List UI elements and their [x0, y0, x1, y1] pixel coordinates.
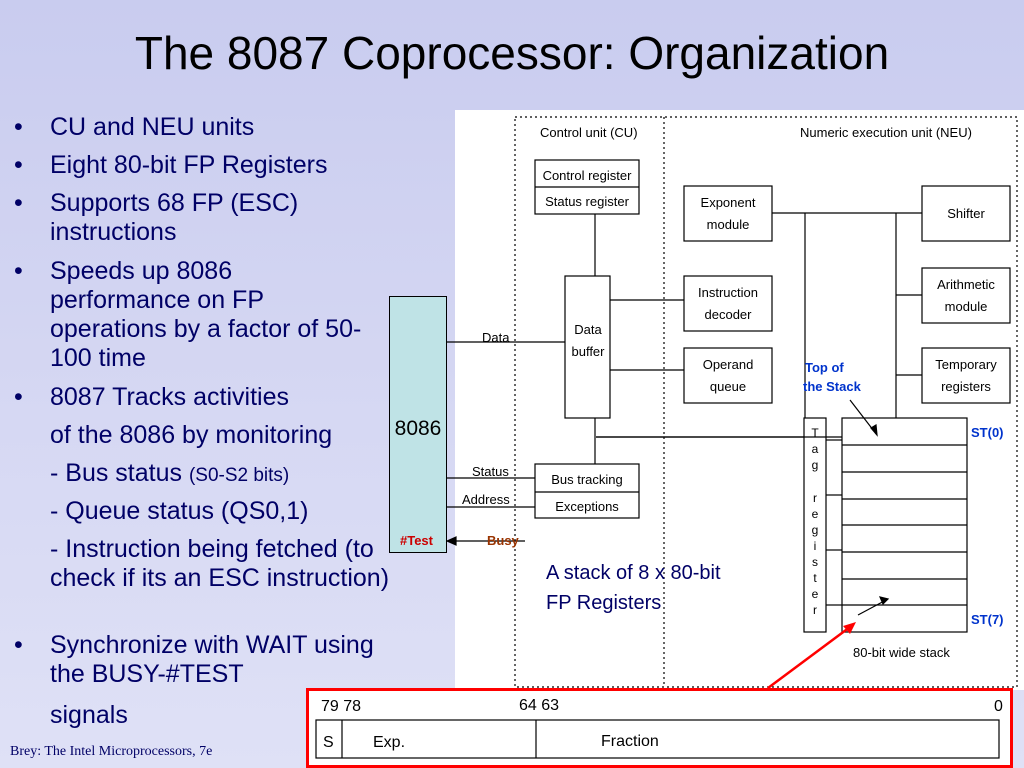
data-buffer-label: Data	[574, 322, 602, 337]
exceptions-label: Exceptions	[555, 499, 619, 514]
neu-label: Numeric execution unit (NEU)	[800, 125, 972, 140]
instruction-decoder-label: Instruction	[698, 285, 758, 300]
bus-tracking-label: Bus tracking	[551, 472, 623, 487]
arithmetic-module-label: Arithmetic	[937, 277, 995, 292]
cpu-label: 8086	[394, 417, 442, 440]
cu-label: Control unit (CU)	[540, 125, 638, 140]
data-buffer-label: buffer	[571, 344, 605, 359]
slide-title: The 8087 Coprocessor: Organization	[134, 27, 890, 79]
chip-outline	[514, 116, 1018, 688]
tag-letter: e	[812, 587, 819, 601]
tag-letter: r	[813, 491, 817, 505]
signal-status-label: Status	[472, 464, 509, 479]
exponent-module-label: module	[707, 217, 750, 232]
st7-label: ST(7)	[971, 612, 1004, 627]
tag-letter: g	[812, 458, 819, 472]
top-of-stack-label: Top of	[805, 360, 844, 375]
tag-letter: s	[812, 555, 818, 569]
busy-label: Busy	[487, 533, 520, 548]
operand-queue-label: Operand	[703, 357, 754, 372]
cpu-8086-block: 8086 #Test	[389, 296, 447, 553]
footer-citation: Brey: The Intel Microprocessors, 7e	[10, 744, 213, 759]
exponent-field: Exp.	[373, 734, 405, 751]
temporary-registers-label: registers	[941, 379, 991, 394]
tag-letter: g	[812, 523, 819, 537]
status-register-label: Status register	[545, 194, 629, 209]
exponent-module-label: Exponent	[701, 195, 756, 210]
operand-queue-box	[683, 347, 773, 404]
tag-letter: i	[814, 539, 817, 553]
bus-tracking-box	[534, 463, 640, 519]
sign-field: S	[323, 734, 334, 751]
temporary-registers-label: Temporary	[935, 357, 997, 372]
operand-queue-label: queue	[710, 379, 746, 394]
stack-caption: 80-bit wide stack	[853, 645, 950, 660]
highlight-arrow	[843, 622, 856, 634]
control-register-label: Control register	[543, 168, 633, 183]
tag-register-box	[803, 417, 827, 633]
stack-note: A stack of 8 x 80-bit FP Registers	[546, 562, 721, 614]
tag-letter: a	[812, 442, 819, 456]
instruction-decoder-label: decoder	[705, 307, 753, 322]
tag-letter: r	[813, 603, 817, 617]
shifter-label: Shifter	[947, 206, 985, 221]
tag-letter: t	[813, 571, 817, 585]
bit-79-78-label: 79 78	[321, 698, 361, 715]
top-of-stack-label: the Stack	[803, 379, 862, 394]
signal-address-label: Address	[462, 492, 510, 507]
data-buffer-box	[564, 275, 611, 419]
bit-0-label: 0	[994, 698, 1003, 715]
instruction-decoder-box	[683, 275, 773, 332]
bit-64-63-label: 64 63	[519, 697, 559, 714]
test-signal-label: #Test	[400, 533, 433, 548]
tag-letter: T	[811, 426, 819, 440]
register-format-diagram: 79 78 64 63 0 S Exp. Fraction	[315, 697, 1003, 759]
signal-data-label: Data	[482, 330, 510, 345]
register-format-box: 79 78 64 63 0 S Exp. Fraction	[306, 688, 1013, 768]
diagram-panel	[455, 110, 1024, 690]
st0-label: ST(0)	[971, 425, 1004, 440]
tag-letter: e	[812, 507, 819, 521]
fraction-field: Fraction	[601, 733, 659, 750]
arithmetic-module-label: module	[945, 299, 988, 314]
